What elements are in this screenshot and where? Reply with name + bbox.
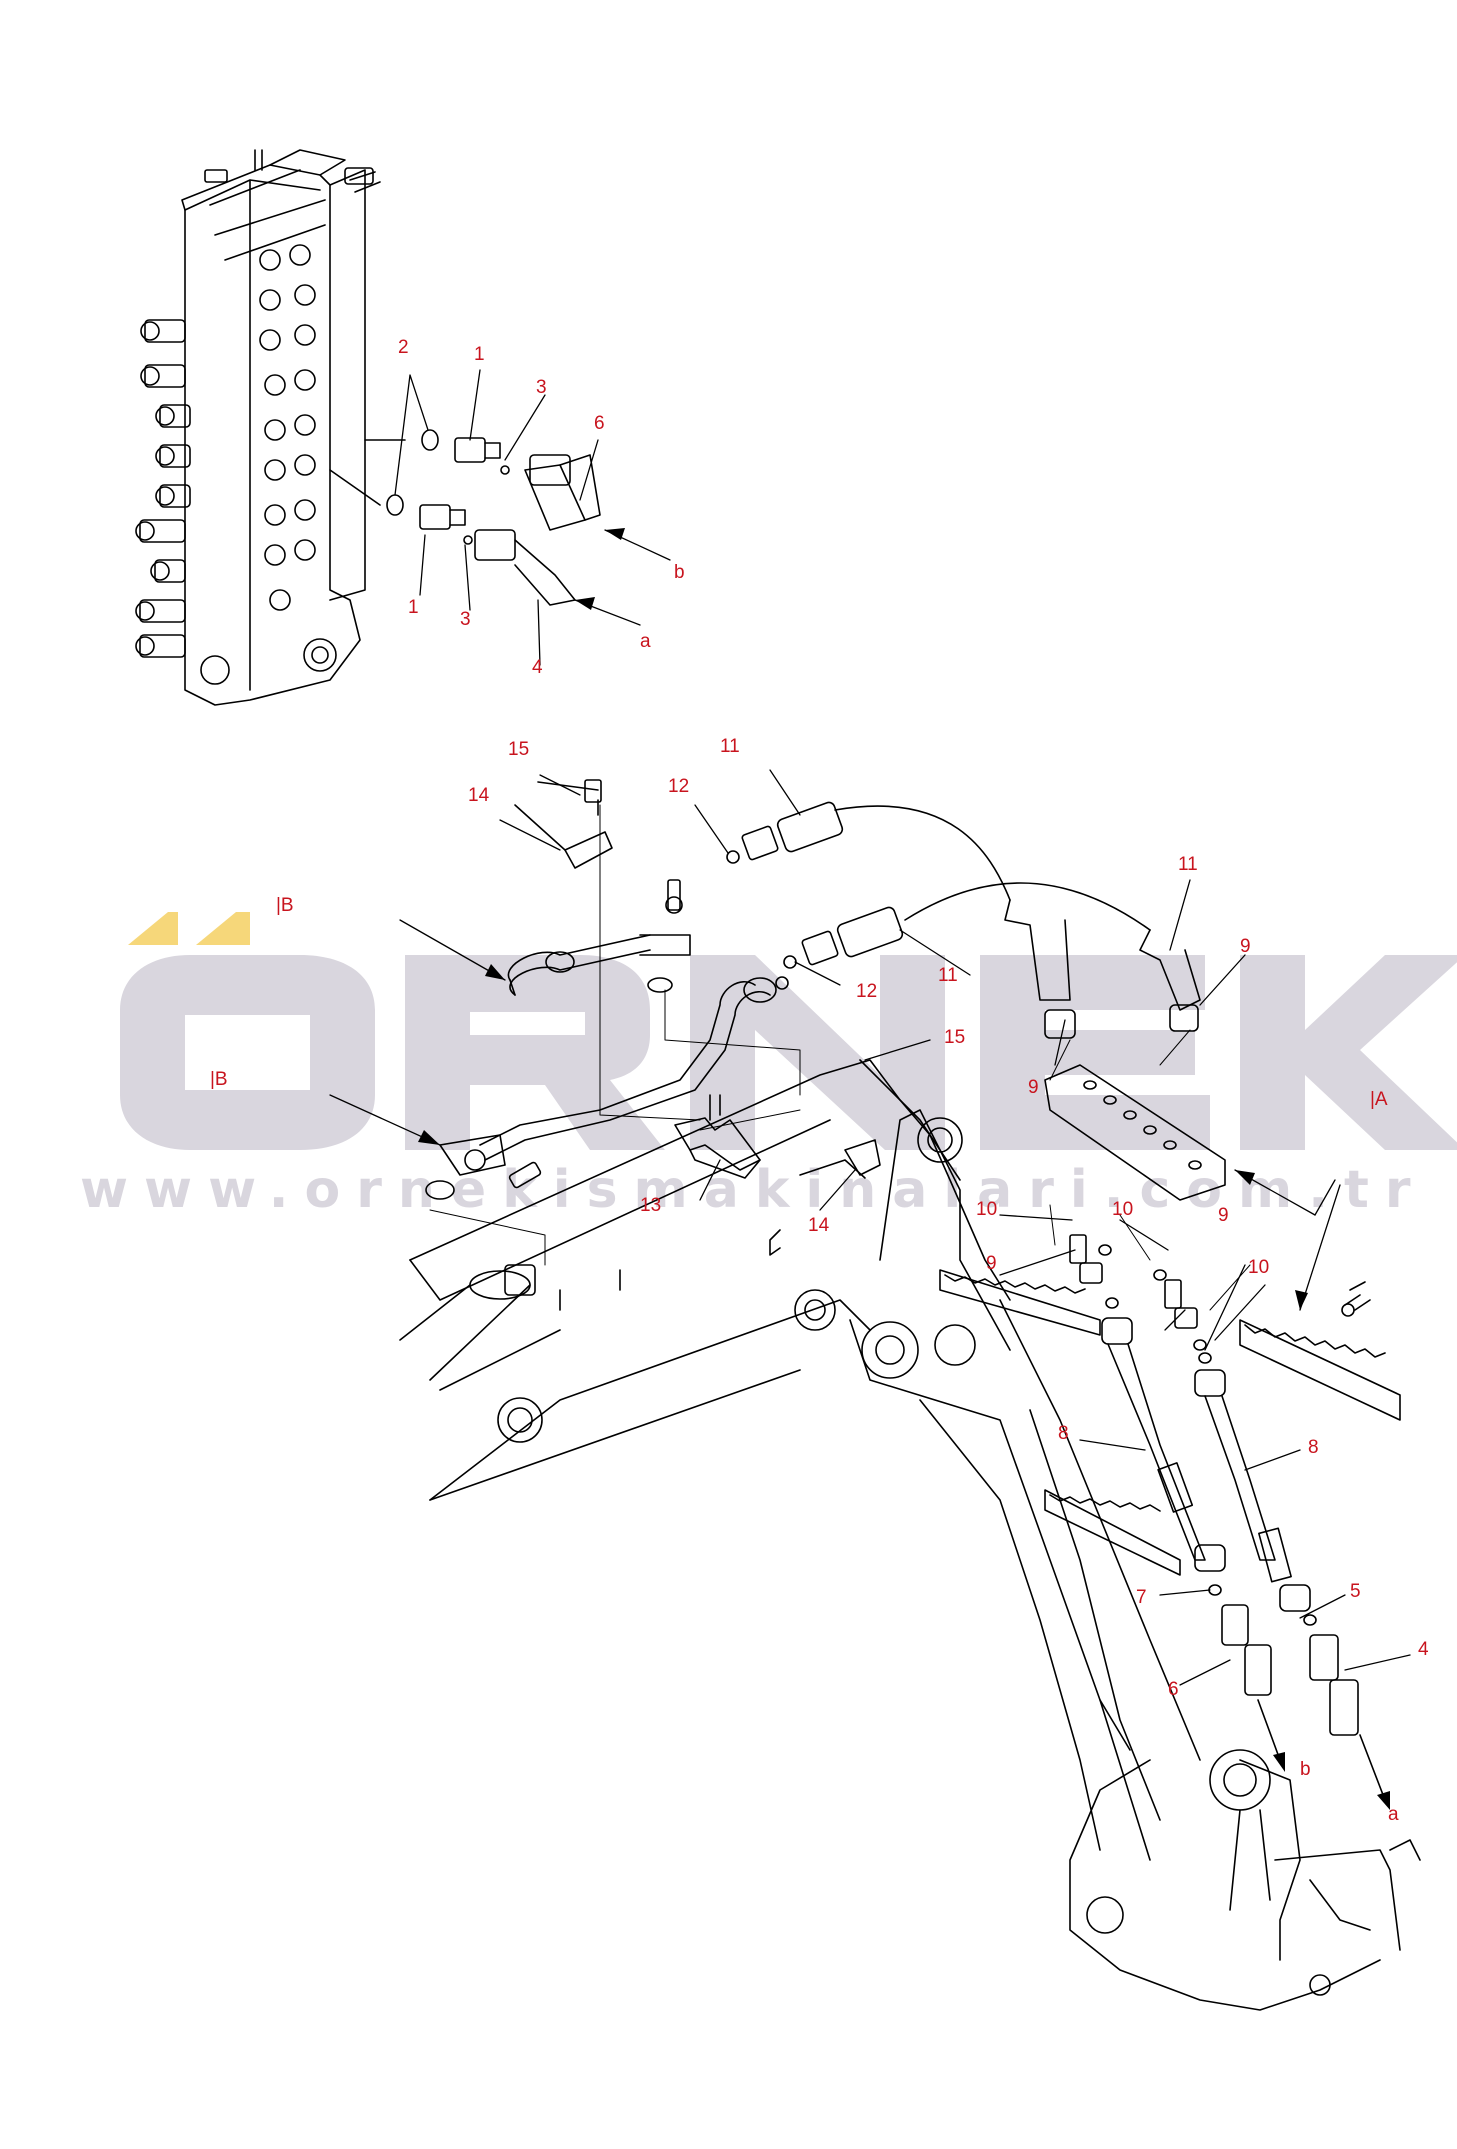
umlaut-mark-right xyxy=(196,912,250,945)
callout-15-upper: 15 xyxy=(508,739,530,760)
callout-11-right: 11 xyxy=(1178,854,1198,875)
callout-8-left: 8 xyxy=(1058,1423,1069,1444)
callout-4-lower: 4 xyxy=(1418,1639,1429,1660)
watermark-letter-e xyxy=(980,955,1210,1150)
callout-8-right: 8 xyxy=(1308,1437,1319,1458)
arrowheads-lower xyxy=(418,964,1390,1810)
callout-B-lower: |B xyxy=(210,1069,228,1090)
callout-9-left: 9 xyxy=(986,1253,997,1274)
callout-9-plate: 9 xyxy=(1218,1205,1229,1226)
tubing-left xyxy=(425,879,789,1200)
callout-6-upper: 6 xyxy=(594,413,605,434)
callout-2: 2 xyxy=(398,337,409,358)
bolt-washer xyxy=(1341,1303,1355,1317)
callout-10-left: 10 xyxy=(976,1199,998,1220)
watermark-letter-o xyxy=(120,955,375,1150)
callout-b-lower: b xyxy=(1300,1759,1311,1780)
callout-6-lower: 6 xyxy=(1168,1679,1179,1700)
callout-a-lower: a xyxy=(1388,1804,1399,1825)
callout-12-lower: 12 xyxy=(856,981,878,1002)
callout-B-upper: |B xyxy=(276,895,294,916)
bracket-items-15-14 xyxy=(514,779,613,869)
callout-9-right: 9 xyxy=(1240,936,1251,957)
upper-port-fittings xyxy=(329,429,601,606)
callout-14-upper: 14 xyxy=(468,785,490,806)
callout-4-upper: 4 xyxy=(532,657,543,678)
callout-1-upper: 1 xyxy=(474,344,485,365)
mounting-bolt xyxy=(1344,1281,1371,1311)
leader-lines-lower xyxy=(329,769,1411,1686)
hose-assembly-8-right xyxy=(1153,1269,1386,1801)
arrowheads-upper xyxy=(575,528,625,610)
umlaut-mark-left xyxy=(128,912,178,945)
callout-10-mid: 10 xyxy=(1112,1199,1134,1220)
callout-3-upper: 3 xyxy=(536,377,547,398)
watermark-letter-k xyxy=(1240,955,1457,1150)
callout-A: |A xyxy=(1370,1089,1388,1110)
leader-lines-upper xyxy=(394,369,671,666)
callout-b-upper: b xyxy=(674,562,685,583)
callout-a-upper: a xyxy=(640,631,651,652)
callout-12-upper: 12 xyxy=(668,776,690,797)
callout-9-mid: 9 xyxy=(1028,1077,1039,1098)
callout-11-mid: 11 xyxy=(938,965,958,986)
callout-11-top: 11 xyxy=(720,736,740,757)
callout-1-lower: 1 xyxy=(408,597,419,618)
callout-13: 13 xyxy=(640,1195,662,1216)
construction-lines xyxy=(429,804,1251,1311)
watermark-letter-n xyxy=(690,955,945,1150)
clamp-blocks xyxy=(674,1094,881,1179)
hose-11-lines xyxy=(726,801,1201,1039)
callout-5: 5 xyxy=(1350,1581,1361,1602)
callout-10-right: 10 xyxy=(1248,1257,1270,1278)
callout-3-lower: 3 xyxy=(460,609,471,630)
hose-assembly-8-left xyxy=(1069,1234,1281,1761)
control-valve-assembly xyxy=(135,149,381,706)
boom-structure xyxy=(399,1059,1421,2011)
watermark-url: www.ornekismakinalari.com.tr xyxy=(80,1160,1427,1220)
mounting-plate-a xyxy=(1044,1064,1226,1201)
callout-14-lower: 14 xyxy=(808,1215,830,1236)
callout-7: 7 xyxy=(1136,1587,1147,1608)
callout-15-lower: 15 xyxy=(944,1027,966,1048)
